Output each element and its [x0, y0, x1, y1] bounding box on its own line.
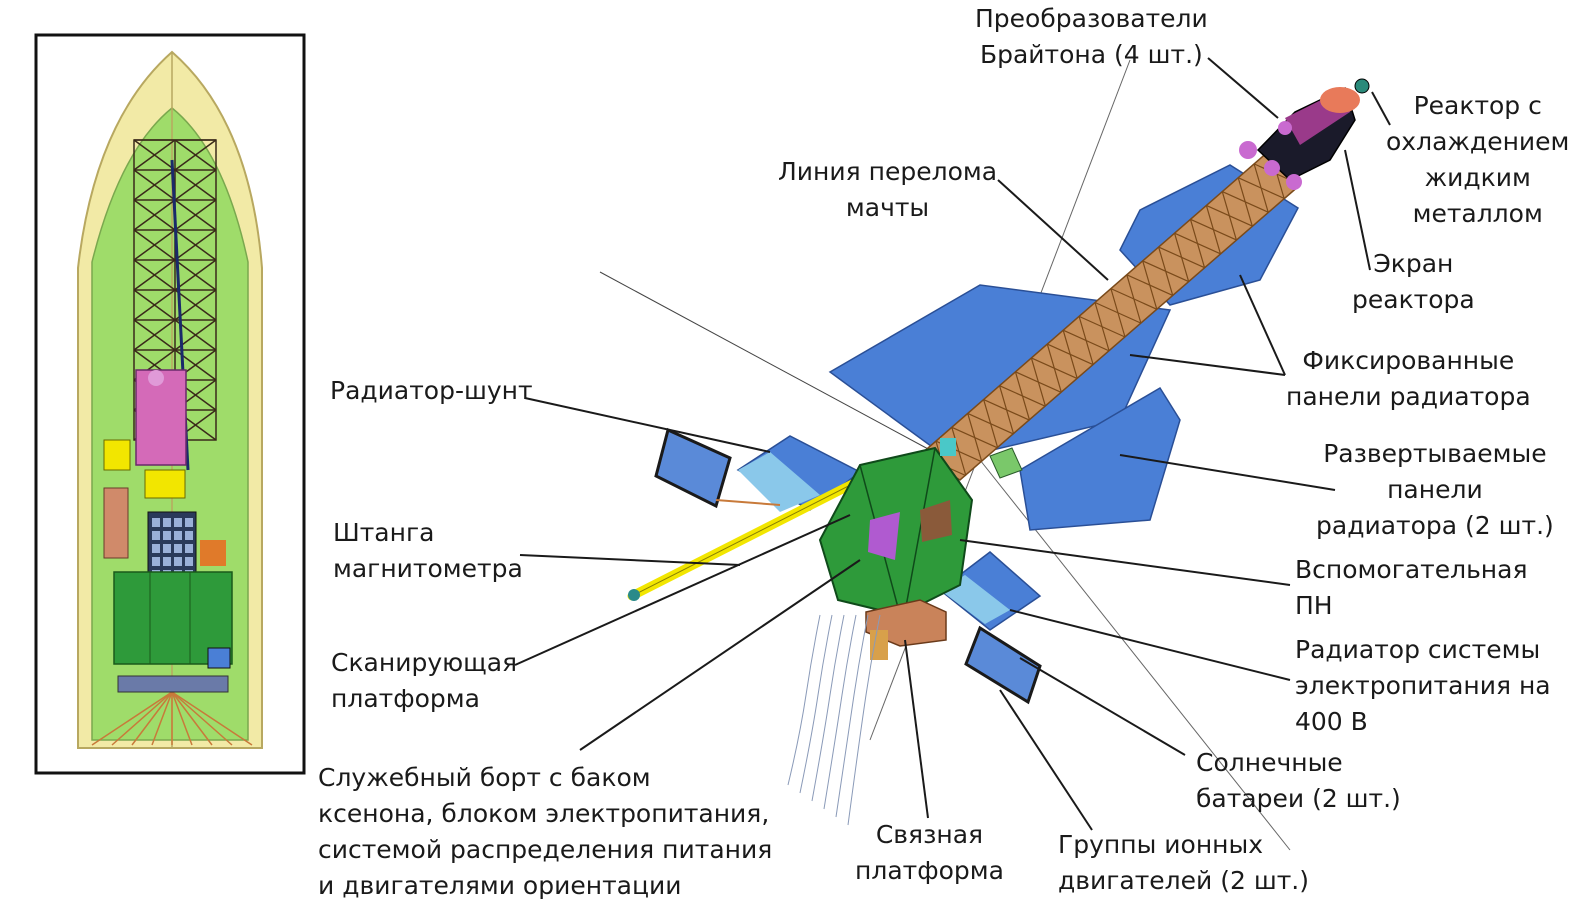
label-reactor: Реактор с охлаждением жидким металлом [1386, 91, 1570, 228]
label-mast-break-line: Линия перелома мачты [778, 157, 998, 222]
reactor-assembly [1239, 78, 1370, 190]
solar-array-lower [964, 625, 1042, 705]
label-fixed-radiator-panels: Фиксированные панели радиатора [1286, 346, 1531, 411]
label-scan-platform: Сканирующая платформа [331, 648, 518, 713]
label-service-bus: Служебный борт с баком ксенона, блоком э… [318, 763, 773, 900]
spacecraft [599, 59, 1370, 851]
label-psu-radiator: Радиатор системы электропитания на 400 В [1295, 635, 1551, 736]
label-magnetometer-boom: Штанга магнитометра [333, 518, 523, 583]
deployable-radiator-panels [1019, 386, 1181, 531]
label-shunt-radiator: Радиатор-шунт [330, 376, 533, 405]
label-brayton-converters: Преобразователи Брайтона (4 шт.) [975, 4, 1208, 69]
mast-truss [918, 148, 1302, 490]
label-solar-arrays: Солнечные батареи (2 шт.) [1196, 748, 1401, 813]
solar-array-upper [654, 427, 732, 509]
label-comm-platform: Связная платформа [855, 820, 1004, 885]
label-deployable-radiator-panels: Развертываемые панели радиатора (2 шт.) [1316, 439, 1554, 540]
label-ion-thruster-groups: Группы ионных двигателей (2 шт.) [1058, 830, 1309, 895]
fairing-inset [34, 33, 306, 775]
label-reactor-shield: Экран реактора [1352, 249, 1475, 314]
service-bus [818, 438, 974, 617]
label-aux-payload: Вспомогательная ПН [1295, 555, 1528, 620]
aux-payload [989, 447, 1023, 479]
leader-lines [514, 57, 1391, 831]
